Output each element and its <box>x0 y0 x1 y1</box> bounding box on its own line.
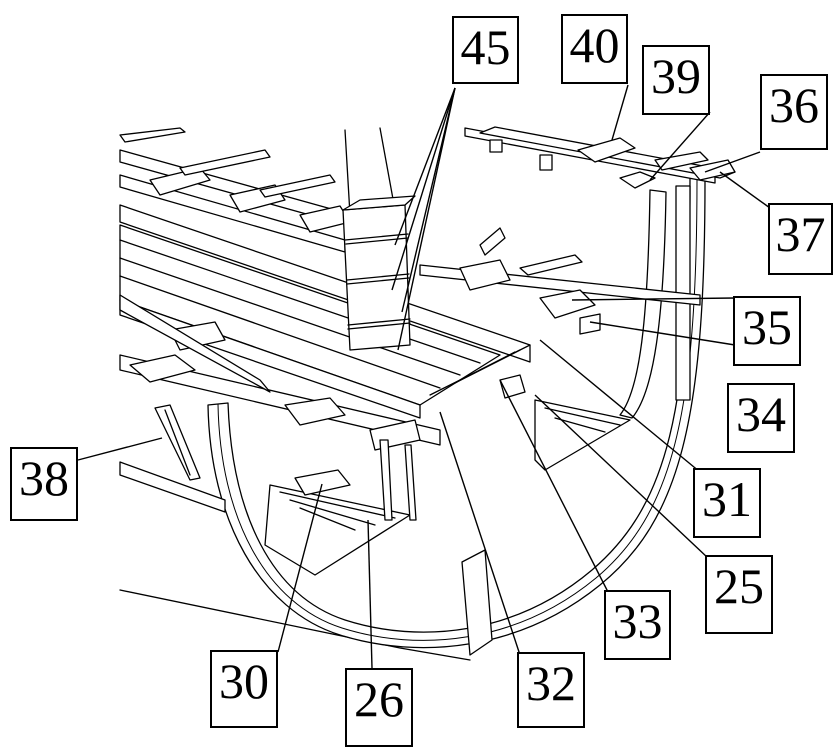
hull-rib-rear <box>619 189 667 419</box>
callout-32: 32 <box>517 652 585 728</box>
mid-right-deck <box>419 227 701 335</box>
callout-34: 34 <box>727 383 795 453</box>
callout-36: 36 <box>760 74 828 150</box>
upper-right-deck <box>464 126 736 189</box>
lower-deck-left <box>119 294 441 451</box>
callout-35: 35 <box>733 296 801 366</box>
callout-40: 40 <box>561 14 628 84</box>
orlop-deck <box>264 439 417 576</box>
callout-39: 39 <box>642 45 710 115</box>
callout-37: 37 <box>768 203 833 275</box>
callout-38: 38 <box>10 447 78 521</box>
callout-31: 31 <box>693 468 761 538</box>
callout-45: 45 <box>452 16 519 84</box>
keel-line <box>119 589 471 661</box>
leader-lines <box>77 84 771 669</box>
stern-post <box>461 549 493 656</box>
callout-26: 26 <box>345 668 413 747</box>
callout-33: 33 <box>604 590 671 660</box>
lower-left-structure <box>119 404 226 513</box>
callout-25: 25 <box>705 555 773 634</box>
callout-30: 30 <box>210 650 278 728</box>
mast <box>342 127 416 351</box>
upper-deck <box>119 127 351 253</box>
